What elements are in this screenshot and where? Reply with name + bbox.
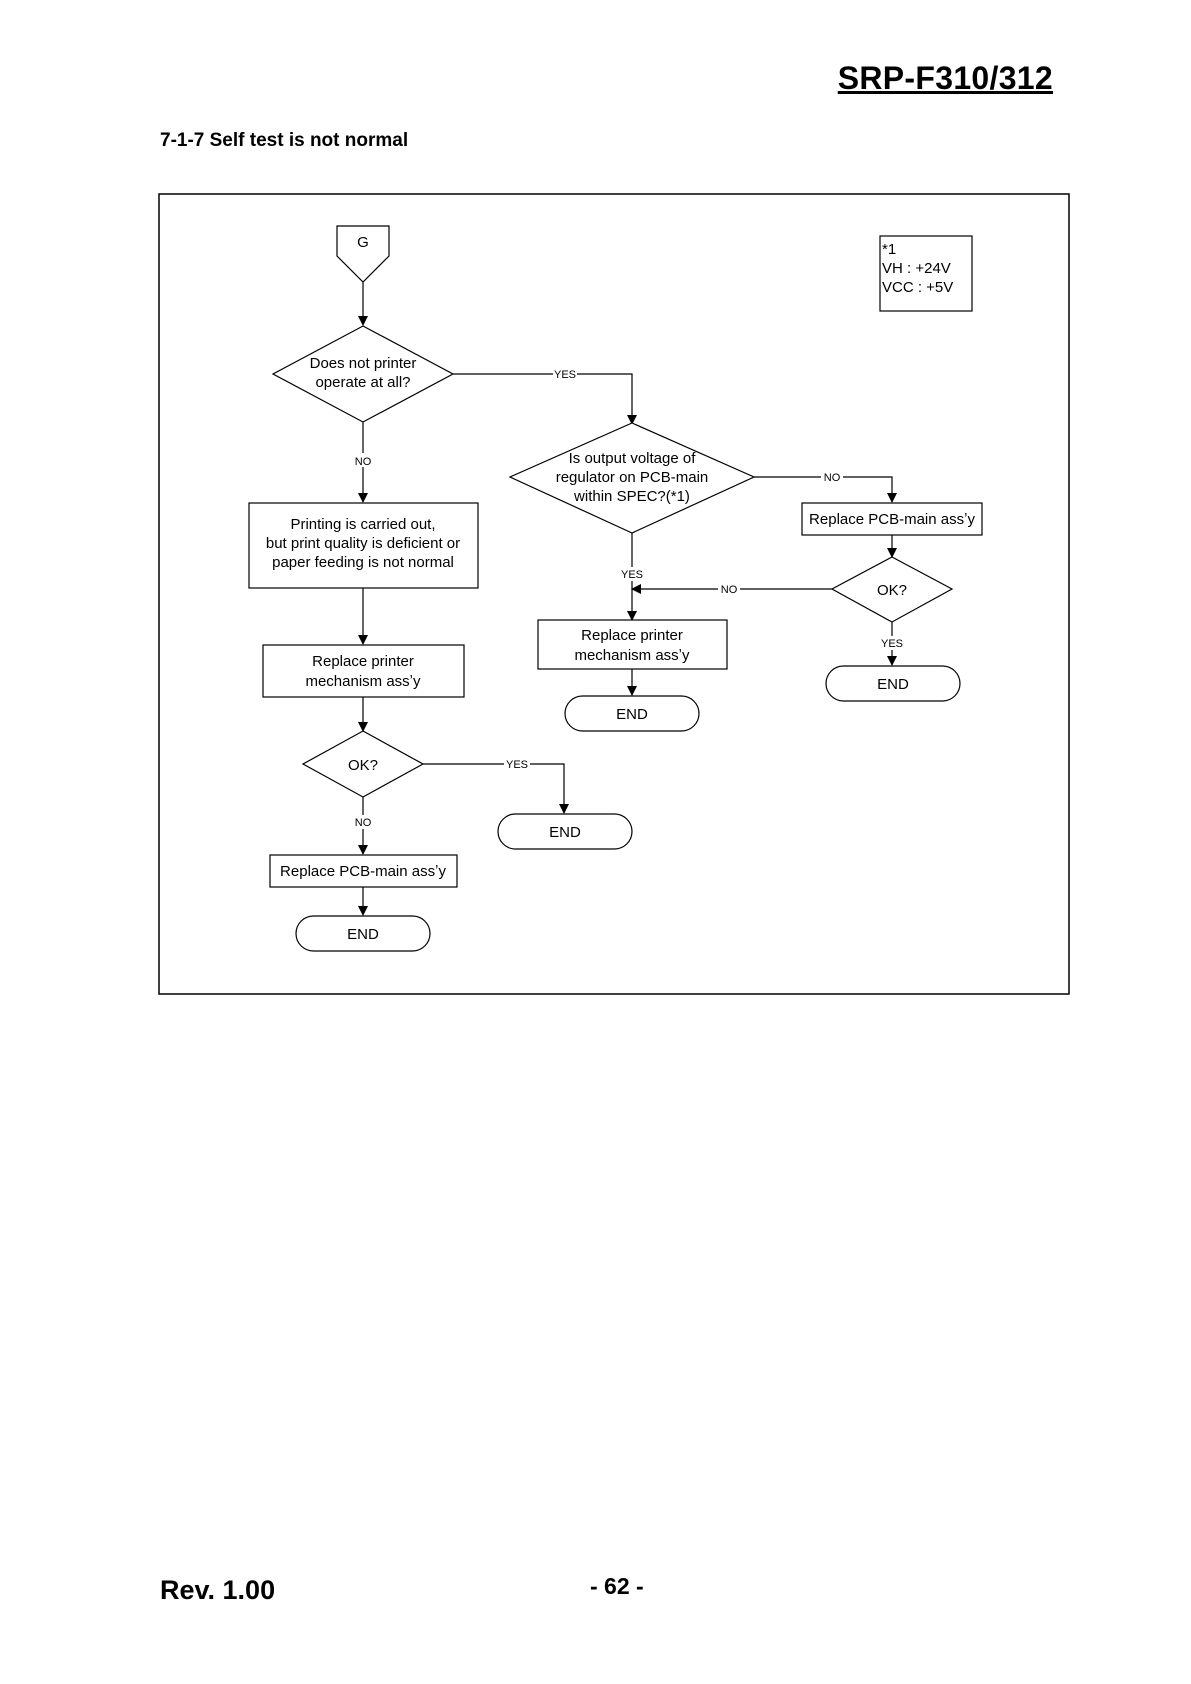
text-line: operate at all?: [315, 374, 410, 391]
text-line: regulator on PCB-main: [556, 469, 709, 486]
text-line: VH : +24V: [882, 260, 951, 277]
decision-operate-text: Does not printer operate at all?: [310, 355, 417, 391]
text-line: Replace printer: [312, 653, 414, 670]
section-title: 7-1-7 Self test is not normal: [160, 130, 409, 151]
text-line: Replace PCB-main assʼy: [809, 511, 975, 528]
page-number: - 62 -: [590, 1573, 644, 1599]
process-pcb-right-shape: [801, 502, 983, 536]
text-line: mechanism assʼy: [574, 647, 690, 664]
process-mech-left-text: Replace printer mechanism assʼy: [305, 653, 421, 690]
process-pcb-right-text: Replace PCB-main assʼy: [809, 511, 975, 528]
text-line: paper feeding is not normal: [272, 554, 454, 571]
text-line: within SPEC?(*1): [573, 488, 690, 505]
text-line: OK?: [348, 757, 378, 774]
text-line: Does not printer: [310, 355, 417, 372]
start-connector-label: G: [357, 234, 369, 251]
note-box: [879, 235, 973, 312]
text-line: Replace PCB-main assʼy: [280, 863, 446, 880]
end-lower-mid-shape: [497, 813, 633, 850]
decision-ok-right-shape: [830, 556, 954, 623]
text-line: *1: [882, 241, 896, 258]
text-line: Replace printer: [581, 627, 683, 644]
text-line: but print quality is deficient or: [266, 535, 460, 552]
decision-operate-shape: [271, 325, 455, 423]
end-lower-mid-text: END: [549, 824, 581, 841]
label-yes-voltage: YES: [621, 569, 643, 581]
text-line: OK?: [877, 582, 907, 599]
edge-ok-left-yes: [423, 763, 569, 814]
decision-ok-right-text: OK?: [877, 582, 907, 599]
edge-q-operate-yes: [453, 373, 637, 425]
end-mid-shape: [564, 695, 700, 732]
text-line: VCC : +5V: [882, 279, 953, 296]
end-right-text: END: [877, 676, 909, 693]
text-line: G: [357, 234, 369, 251]
text-line: Is output voltage of: [569, 450, 697, 467]
process-printing-text: Printing is carried out, but print qualit…: [266, 516, 460, 571]
diagram-frame: [158, 193, 1070, 995]
text-line: Printing is carried out,: [290, 516, 435, 533]
decision-ok-left-text: OK?: [348, 757, 378, 774]
start-connector-shape: [336, 225, 390, 283]
decision-voltage-text: Is output voltage of regulator on PCB-mai…: [556, 450, 709, 505]
decision-ok-left-shape: [301, 730, 425, 798]
note-text: *1 VH : +24V VCC : +5V: [882, 241, 953, 296]
revision-label: Rev. 1.00: [160, 1575, 276, 1605]
end-mid-text: END: [616, 706, 648, 723]
end-right-shape: [825, 665, 961, 702]
label-no-voltage: NO: [824, 472, 841, 484]
label-no-ok-left: NO: [355, 817, 372, 829]
text-line: mechanism assʼy: [305, 673, 421, 690]
end-bottom-shape: [295, 915, 431, 952]
process-mech-mid-text: Replace printer mechanism assʼy: [574, 627, 690, 664]
document-title: SRP-F310/312: [837, 60, 1053, 96]
label-yes-ok-left: YES: [506, 759, 528, 771]
process-pcb-left-shape: [269, 854, 458, 888]
end-bottom-text: END: [347, 926, 379, 943]
process-mech-left-shape: [262, 644, 465, 698]
label-no-operate: NO: [355, 456, 372, 468]
process-mech-mid-shape: [537, 619, 728, 670]
process-pcb-left-text: Replace PCB-main assʼy: [280, 863, 446, 880]
label-yes-operate: YES: [554, 369, 576, 381]
decision-voltage-shape: [508, 422, 756, 534]
label-no-ok-right: NO: [721, 584, 738, 596]
edge-q-voltage-no: [754, 476, 897, 503]
label-yes-ok-right: YES: [881, 638, 903, 650]
process-printing-shape: [248, 502, 479, 589]
